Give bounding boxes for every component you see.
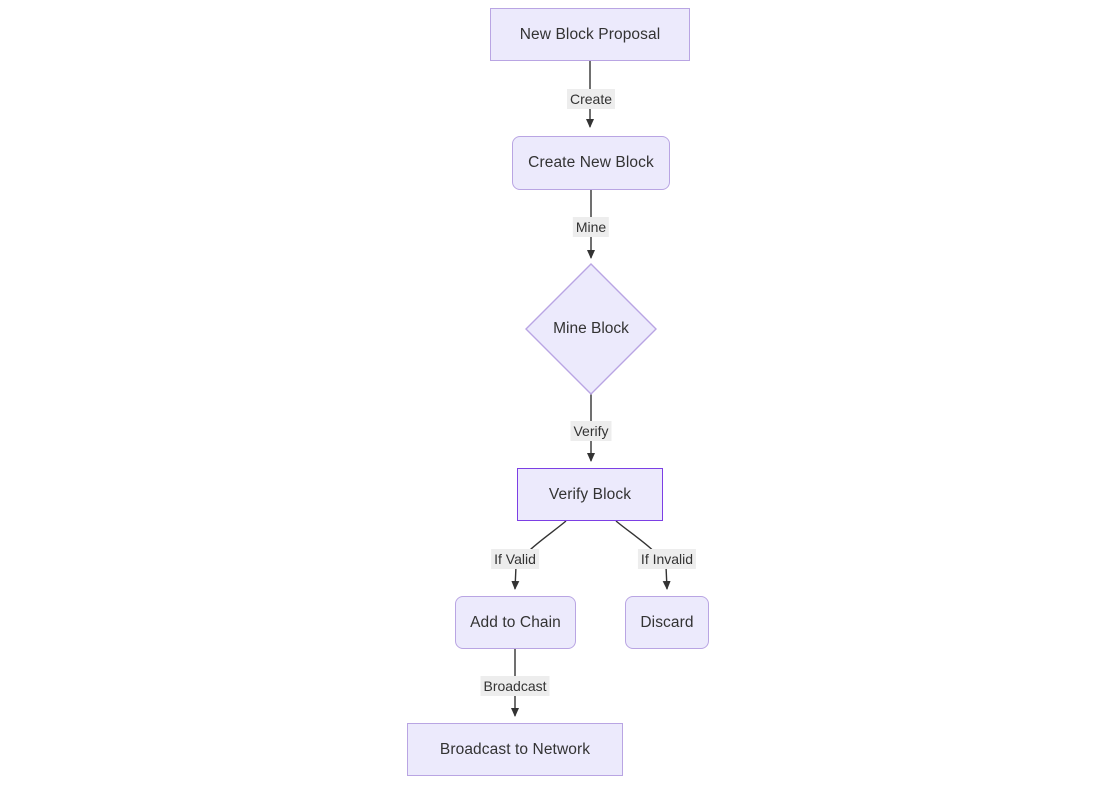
edge-label-if-valid: If Valid [491, 549, 539, 569]
node-add-to-chain[interactable]: Add to Chain [455, 596, 576, 649]
node-create-new-block[interactable]: Create New Block [512, 136, 670, 190]
node-discard[interactable]: Discard [625, 596, 709, 649]
node-mine-block[interactable]: Mine Block [525, 263, 657, 395]
diamond-shape [525, 263, 657, 395]
edge-label-if-invalid: If Invalid [637, 549, 697, 569]
node-label: Mine Block [553, 320, 629, 338]
node-label: New Block Proposal [519, 25, 661, 43]
edge-label-verify: Verify [570, 421, 612, 441]
edge-label-create: Create [566, 89, 616, 109]
node-verify-block[interactable]: Verify Block [517, 468, 663, 521]
node-label: Create New Block [528, 154, 654, 172]
node-label: Add to Chain [470, 613, 561, 631]
node-label-wrapper: Mine Block [525, 263, 657, 395]
node-label: Verify Block [548, 485, 632, 503]
edge-label-mine: Mine [572, 217, 610, 237]
node-broadcast-to-network[interactable]: Broadcast to Network [407, 723, 623, 776]
node-label: Broadcast to Network [439, 740, 591, 758]
node-new-block-proposal[interactable]: New Block Proposal [490, 8, 690, 61]
node-label: Discard [640, 613, 694, 631]
edge-label-broadcast: Broadcast [480, 676, 550, 696]
